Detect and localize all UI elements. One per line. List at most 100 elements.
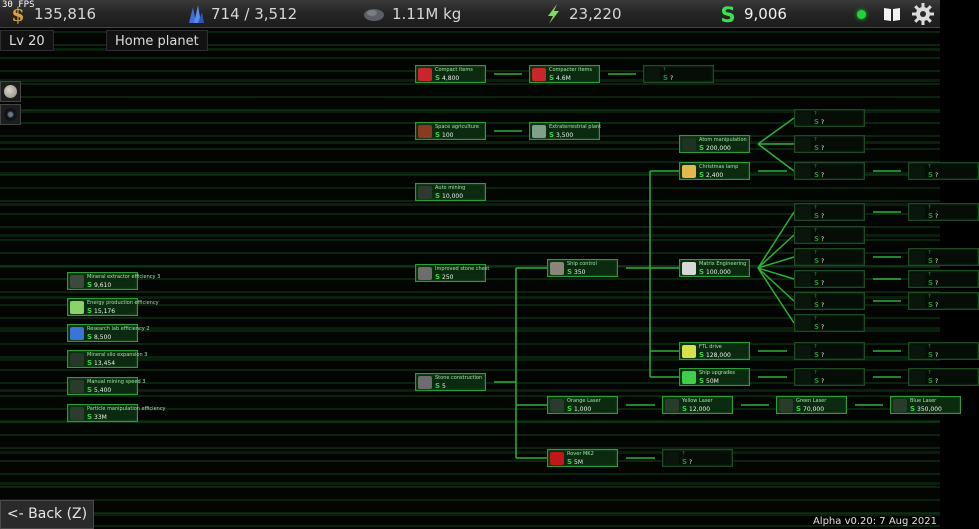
tech-node[interactable]: ?S? (908, 203, 979, 221)
unknown-icon (797, 345, 811, 358)
tech-node[interactable]: ?S? (908, 270, 979, 288)
extractor-icon (70, 275, 84, 288)
tech-node[interactable]: ?S? (794, 162, 865, 180)
planet-moon-button[interactable] (0, 81, 21, 102)
tech-node-cost-value: ? (935, 213, 939, 220)
tech-node[interactable]: ?S? (794, 292, 865, 310)
tech-node-cost-value: 8,500 (94, 334, 112, 341)
book-button[interactable] (882, 0, 902, 28)
tech-node[interactable]: ?S? (908, 292, 979, 310)
upgrade-arrow-icon (682, 371, 696, 384)
crystal-value: 714 / 3,512 (211, 5, 298, 23)
particle-icon (70, 407, 84, 420)
tech-node[interactable]: ?S? (794, 203, 865, 221)
research-s-icon: S (435, 273, 441, 281)
tech-node[interactable]: ?S? (908, 342, 979, 360)
energy-bolt-icon (548, 4, 559, 24)
research-s-icon: S (435, 74, 441, 82)
tech-node[interactable]: ?S? (794, 368, 865, 386)
research-s-icon: S (87, 333, 93, 341)
tech-node[interactable]: ?S? (794, 226, 865, 244)
stone-icon (418, 376, 432, 389)
tech-tree-connections (494, 73, 901, 459)
tech-node-name: FTL drive (699, 344, 722, 350)
tech-node[interactable]: ?S? (794, 270, 865, 288)
unknown-icon (797, 273, 811, 286)
tech-node-name: Ship upgrades (699, 370, 735, 376)
tech-node-cost-value: 250 (442, 274, 454, 281)
tech-node[interactable]: ?S? (794, 135, 865, 153)
pickaxe-icon (70, 380, 84, 393)
tech-node[interactable]: ?S? (794, 342, 865, 360)
mass-counter: 1.11M kg (362, 0, 461, 28)
research-s-icon: S (699, 377, 705, 385)
research-counter: S 9,006 (718, 0, 787, 28)
brain-icon (532, 125, 546, 138)
tech-node[interactable]: ?S? (908, 248, 979, 266)
tech-node-cost-value: ? (821, 213, 825, 220)
back-button[interactable]: <- Back (Z) (0, 500, 94, 529)
planet-dark-button[interactable] (0, 104, 21, 125)
unknown-icon (911, 251, 925, 264)
tech-node[interactable]: ?S? (643, 65, 714, 83)
tech-node-name: ? (928, 344, 931, 350)
tech-node-cost-value: ? (935, 280, 939, 287)
unknown-icon (911, 273, 925, 286)
tech-node[interactable]: ?S? (794, 109, 865, 127)
tech-node[interactable]: ?S? (908, 162, 979, 180)
settings-button[interactable] (912, 0, 934, 28)
tech-node[interactable]: ?S? (662, 449, 733, 467)
tech-node-name: Improved stone chest (435, 266, 490, 272)
tech-node[interactable]: ?S? (794, 314, 865, 332)
tech-node-name: ? (928, 272, 931, 278)
tech-node-cost: S? (928, 279, 938, 288)
tech-node-cost: S? (814, 301, 824, 310)
tech-node-cost-value: ? (821, 352, 825, 359)
tech-node[interactable]: ?S? (794, 248, 865, 266)
tech-node-name: ? (814, 164, 817, 170)
book-icon (884, 8, 900, 21)
tech-node[interactable]: ?S? (908, 368, 979, 386)
research-s-icon: S (814, 171, 820, 179)
research-s-icon: S (549, 131, 555, 139)
tree-connection-line (757, 267, 795, 280)
research-s-icon: S (699, 144, 705, 152)
money-value: 135,816 (34, 5, 97, 23)
tech-node-name: Extraterrestrial plant (549, 124, 602, 130)
research-s-icon: S (814, 377, 820, 385)
tech-node-cost-value: ? (821, 324, 825, 331)
tech-node-cost-value: 70,000 (803, 406, 825, 413)
tree-connection-line (757, 267, 795, 324)
research-s-icon: S (567, 405, 573, 413)
tech-node-cost-value: 128,000 (706, 352, 731, 359)
